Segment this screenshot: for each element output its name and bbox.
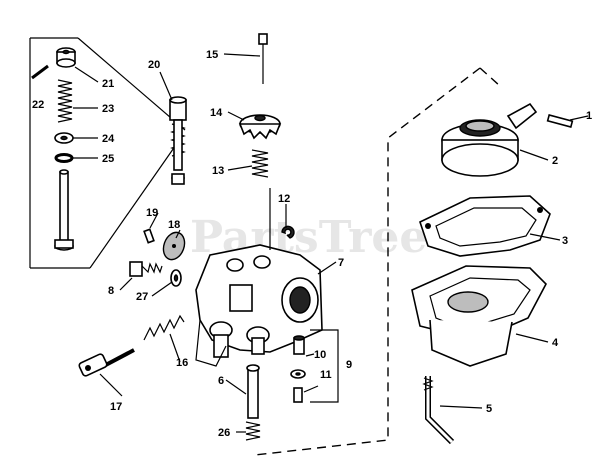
- callout-20: 20: [148, 59, 160, 71]
- part-18-plate: [162, 231, 186, 261]
- callout-5: 5: [486, 403, 492, 415]
- callout-10: 10: [314, 349, 326, 361]
- callout-19: 19: [146, 207, 158, 219]
- callout-1: 1: [586, 110, 592, 122]
- part-10-nozzle: [293, 335, 305, 355]
- part-6-jet: [246, 364, 260, 419]
- callout-18: 18: [168, 219, 180, 231]
- part-14-float: [238, 114, 282, 140]
- inset-rod: [54, 169, 74, 251]
- callout-13: 13: [212, 165, 224, 177]
- callout-24: 24: [102, 133, 115, 145]
- part-20-needle-valve: [169, 96, 187, 185]
- part-3-gasket: [419, 195, 551, 257]
- part-15-screw: [258, 33, 268, 84]
- part-11-gasket: [290, 369, 306, 403]
- callout-12: 12: [278, 193, 290, 205]
- callout-16: 16: [176, 357, 188, 369]
- callout-9: 9: [346, 359, 352, 371]
- callout-11: 11: [320, 369, 332, 381]
- part-17-lever: [78, 348, 135, 377]
- callout-25: 25: [102, 153, 114, 165]
- part-16-spring: [143, 314, 185, 341]
- callout-21: 21: [102, 78, 114, 90]
- part-23-spring: [57, 79, 73, 123]
- bracket-9: [310, 329, 339, 403]
- part-4-bowl: [411, 265, 547, 367]
- callout-26: 26: [218, 427, 230, 439]
- inset-bracket: [29, 37, 186, 269]
- part-5-tube: [422, 376, 455, 445]
- callout-6: 6: [218, 375, 224, 387]
- callout-15: 15: [206, 49, 218, 61]
- part-22-pin: [31, 64, 49, 80]
- part-19-pin: [143, 228, 155, 244]
- part-7-carburetor-body: [195, 244, 323, 367]
- callout-27: 27: [136, 291, 148, 303]
- part-1-pin: [546, 114, 574, 128]
- callout-8: 8: [108, 285, 114, 297]
- part-8-screw: [129, 261, 163, 277]
- callout-14: 14: [210, 107, 223, 119]
- part-26-spring: [245, 421, 261, 441]
- leader-lines: [73, 53, 589, 433]
- callout-23: 23: [102, 103, 114, 115]
- part-27-washer: [170, 269, 182, 287]
- callout-17: 17: [110, 401, 122, 413]
- part-21-nut: [56, 47, 76, 68]
- part-13-spring: [251, 149, 269, 178]
- dashed-enclosure: [254, 67, 501, 456]
- callout-22: 22: [32, 99, 44, 111]
- callout-7: 7: [338, 257, 344, 269]
- part-2-cap: [441, 102, 538, 177]
- callout-4: 4: [552, 337, 559, 349]
- part-12-clip: [281, 225, 295, 239]
- callout-2: 2: [552, 155, 558, 167]
- callout-3: 3: [562, 235, 568, 247]
- part-24-washer: [54, 132, 74, 144]
- part-25-oring: [54, 153, 74, 163]
